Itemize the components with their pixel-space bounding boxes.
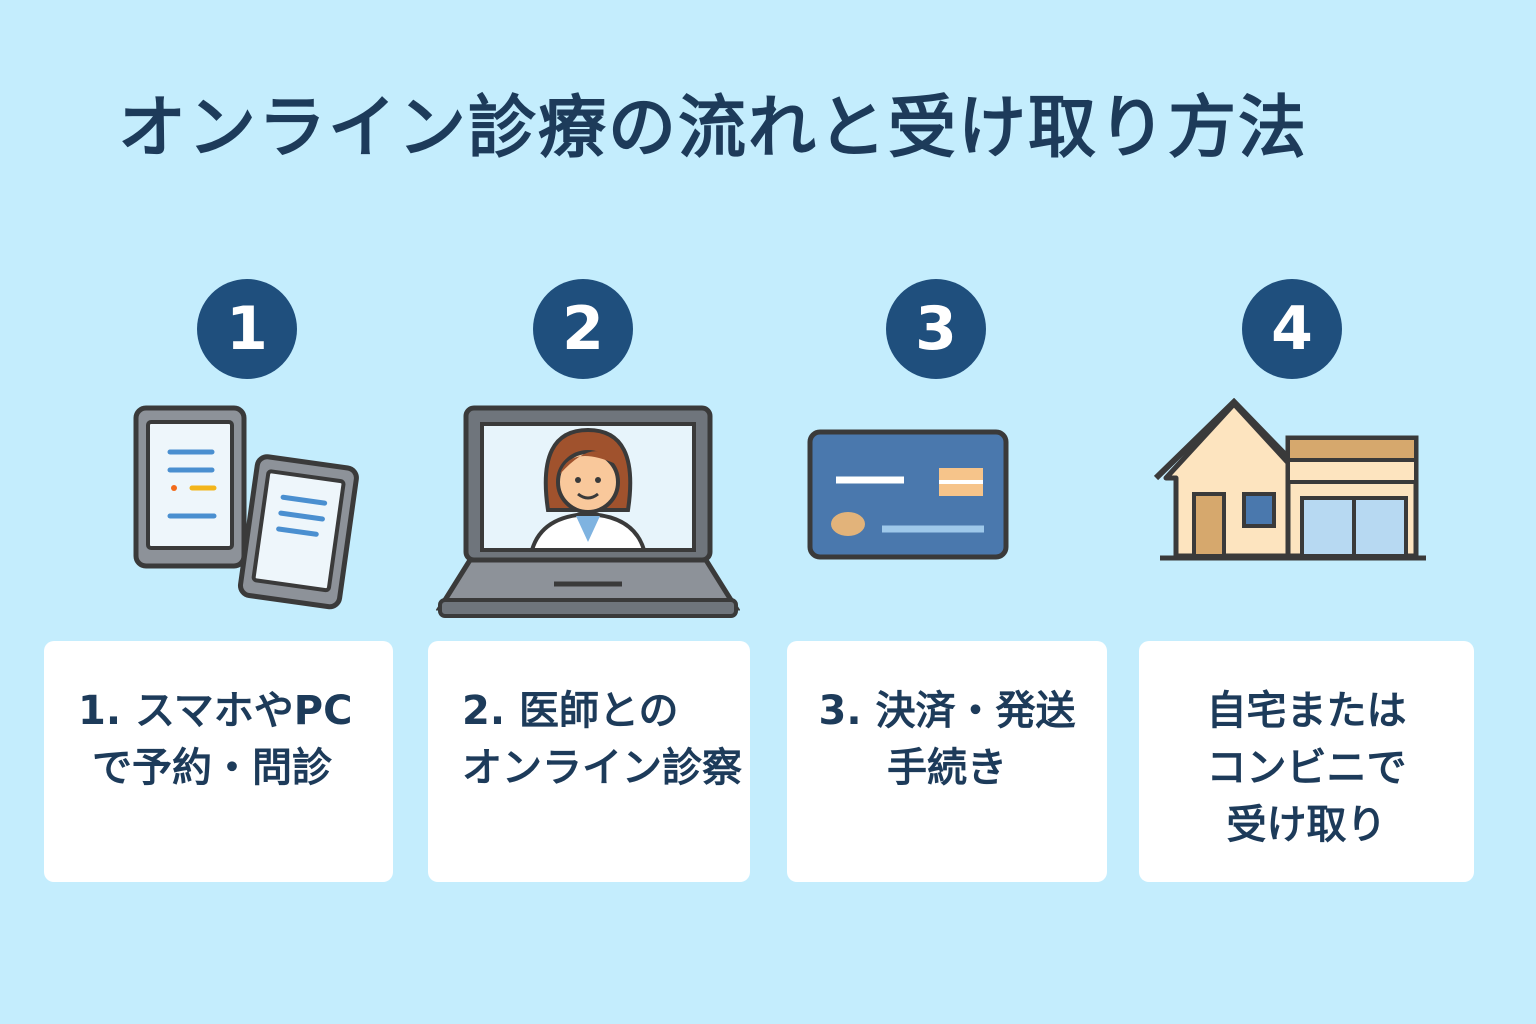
step-4-number-badge: 4 — [1242, 279, 1342, 379]
step-3-number-badge: 3 — [886, 279, 986, 379]
step-4-line-1: 自宅または — [1206, 688, 1407, 734]
step-2-line-2: オンライン診察 — [462, 745, 742, 791]
step-3-card: 3. 決済・発送 手続き — [787, 641, 1107, 882]
step-2-line-1: 2. 医師との — [462, 688, 679, 734]
step-1-line-2: で予約・問診 — [92, 745, 332, 791]
step-4-line-3: 受け取り — [1226, 802, 1387, 848]
step-2-card: 2. 医師との オンライン診察 — [428, 641, 750, 882]
home-store-icon — [1153, 398, 1426, 561]
step-3-line-1: 3. 決済・発送 — [818, 688, 1076, 734]
step-2-number-badge: 2 — [533, 279, 633, 379]
step-3-line-2: 手続き — [887, 745, 1007, 791]
step-4-card: 自宅または コンビニで 受け取り — [1139, 641, 1474, 882]
credit-card-icon — [807, 429, 1009, 560]
step-4-line-2: コンビニで — [1206, 745, 1407, 791]
step-1-card: 1. スマホやPC で予約・問診 — [44, 641, 393, 882]
step-1-number-badge: 1 — [197, 279, 297, 379]
step-1-line-1: 1. スマホやPC — [78, 688, 353, 734]
smartphone-tablet-icon — [133, 405, 359, 610]
laptop-doctor-icon — [436, 405, 740, 618]
page-title: オンライン診療の流れと受け取り方法 — [118, 89, 1309, 168]
